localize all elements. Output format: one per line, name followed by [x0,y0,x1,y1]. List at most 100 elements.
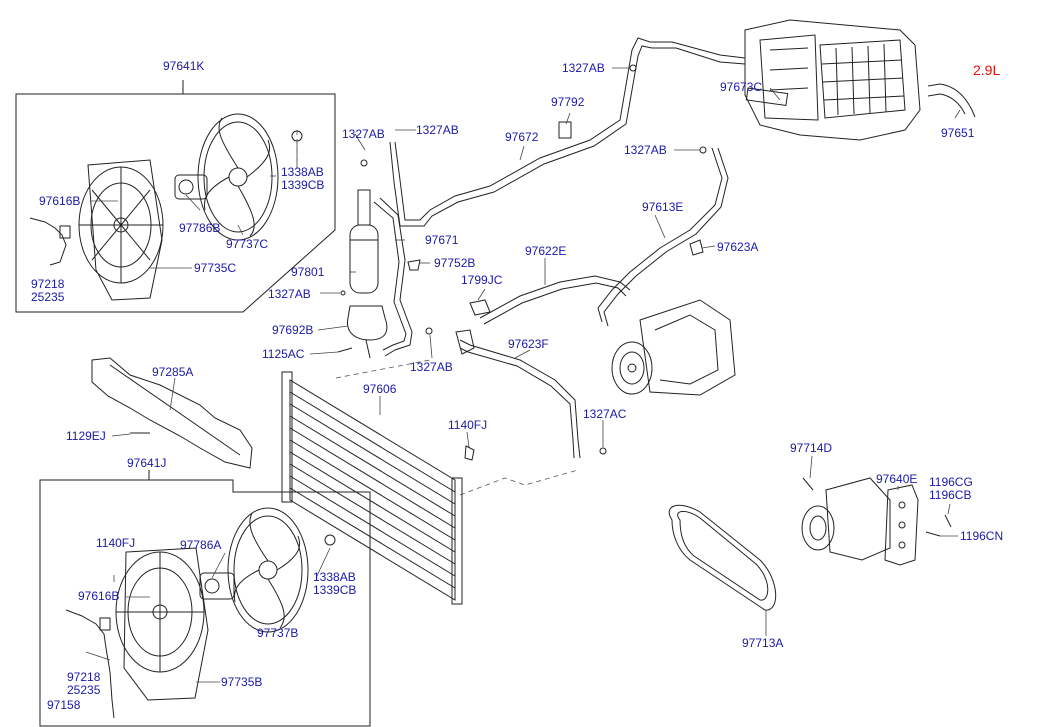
label-97623f: 97623F [508,337,549,351]
label-97786a: 97786A [180,538,222,552]
label-1327ab-a: 1327AB [342,127,385,141]
label-1338ab-1339cb-top: 1338AB 1339CB [281,166,324,192]
label-97735b: 97735B [221,675,263,689]
nut-1327ab-drier [340,290,346,296]
label-1338ab-top: 1338AB [281,165,324,179]
label-1338ab-1339cb-low: 1338AB 1339CB [313,571,356,597]
label-97673c: 97673C [720,80,763,94]
label-1339cb-top: 1339CB [281,178,325,192]
label-97623a: 97623A [717,240,759,254]
clip-1799jc [469,299,491,316]
label-97713a: 97713A [742,636,784,650]
label-97801: 97801 [291,265,325,279]
label-1196cg: 1196CG [929,475,973,489]
label-97613e: 97613E [642,200,684,214]
leaders-upper [90,142,298,269]
label-1327ab-d: 1327AB [624,143,667,157]
valve-97752b [407,259,421,271]
label-97622e: 97622E [525,244,567,258]
label-1327ab-c: 1327AB [562,61,605,75]
bolt-1140fj-cond [464,445,475,461]
leaders-general [111,67,961,636]
lower-sensor-97616b [65,609,115,719]
upper-fan-box [15,80,336,313]
label-97218-low: 97218 [67,670,101,684]
lower-bolt-1338 [324,534,336,546]
nut-1327ab-lower [425,327,433,335]
label-1327ab-f: 1327AB [410,360,453,374]
label-97641k: 97641K [163,59,205,73]
label-1140fj-mid: 1140FJ [448,418,488,432]
label-1140fj-low: 1140FJ [96,536,136,550]
upper-sensor-97616b [29,217,71,266]
label-1196cn: 1196CN [960,529,1004,543]
label-97641j: 97641J [127,456,167,470]
drier-bracket-97692b [346,305,388,359]
compressor-lower [801,477,891,561]
liquid-line-97672 [389,37,789,227]
dash-lines [296,130,579,496]
receiver-drier-97801 [349,159,379,294]
air-guard-97285a [91,357,253,469]
bracket-97623a [689,239,704,256]
upper-fan-motor [174,174,208,200]
label-97616b-low: 97616B [78,589,120,603]
pipe-97623f [455,329,581,459]
label-97737c: 97737C [226,237,269,251]
bolt-1125ac [337,347,353,353]
label-1327ac: 1327AC [583,407,627,421]
drain-hose-97651 [927,83,976,118]
label-1196cg-1196cb: 1196CG 1196CB [929,476,973,502]
compressor-upper [611,299,736,396]
lower-fan-shroud [115,547,209,701]
label-97671: 97671 [425,233,459,247]
lower-fan-blade [227,507,309,633]
drive-belt-97713a [668,504,777,611]
label-97786b: 97786B [179,221,221,235]
label-1125ac: 1125AC [262,347,305,361]
engine-spec-label: 2.9L [973,62,1001,78]
condenser-97606 [281,371,463,605]
label-97752b: 97752B [434,256,476,270]
label-25235-low: 25235 [67,683,101,697]
discharge-hose-97622e [479,275,631,325]
label-97651: 97651 [941,126,975,140]
label-1129ej: 1129EJ [66,429,106,443]
nut-1327ab-right [699,146,707,154]
label-97714d: 97714D [790,441,833,455]
upper-fan-shroud [78,159,164,301]
bolt-1196cn [925,531,941,537]
label-1327ab-e: 1327AB [268,287,311,301]
label-97616b-top: 97616B [39,194,81,208]
label-97672: 97672 [505,130,539,144]
leaders-lower [85,547,331,683]
suction-hose-97613e [597,147,729,327]
label-97218-25235-low: 97218 25235 [67,671,100,697]
label-1327ab-b: 1327AB [416,123,459,137]
label-97735c: 97735C [194,261,237,275]
label-97606: 97606 [363,382,397,396]
label-25235-top: 25235 [31,290,65,304]
bolt-1196cb [944,514,952,528]
label-1339cb-low: 1339CB [313,583,357,597]
clip-97792 [558,121,572,139]
label-1338ab-low: 1338AB [313,570,356,584]
evaporator-unit [744,19,921,141]
nut-1327ab-top [629,64,637,72]
label-97737b: 97737B [257,626,299,640]
label-97158: 97158 [47,698,81,712]
label-97285a: 97285A [152,365,194,379]
label-97792: 97792 [551,95,585,109]
label-97218-top: 97218 [31,277,65,291]
label-1196cb: 1196CB [929,488,972,502]
upper-fan-blade [197,113,279,241]
lower-fan-box [39,470,371,727]
lower-fan-motor [199,572,235,600]
hose-97671 [373,197,413,357]
label-97640e: 97640E [876,472,918,486]
label-97218-25235-top: 97218 25235 [31,278,64,304]
nut-1327ac [599,447,607,455]
label-97692b: 97692B [272,323,314,337]
